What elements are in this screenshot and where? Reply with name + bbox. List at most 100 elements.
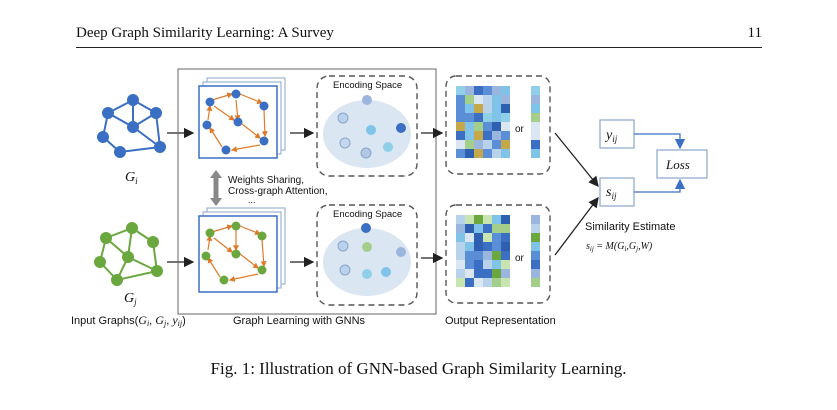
- loss-box: Loss: [656, 149, 708, 179]
- heatmap-cell: [492, 113, 501, 122]
- gnn-layers-bottom: [198, 207, 286, 293]
- heatmap-cell: [492, 224, 501, 233]
- heatmap-cell: [456, 260, 465, 269]
- heatmap-cell: [474, 260, 483, 269]
- heatmap-cell: [474, 233, 483, 242]
- heatmap-cell: [483, 86, 492, 95]
- heatmap-cell: [492, 242, 501, 251]
- heatmap-cell: [474, 215, 483, 224]
- heatmap-cell: [465, 104, 474, 113]
- heatmap-cell: [456, 215, 465, 224]
- vector-cell: [531, 215, 540, 224]
- heatmap-cell: [492, 260, 501, 269]
- heatmap-cell: [456, 242, 465, 251]
- heatmap-cell: [465, 86, 474, 95]
- heatmap-cell: [501, 104, 510, 113]
- output-representation-top: or: [445, 75, 551, 175]
- vector-cell: [531, 224, 540, 233]
- heatmap-cell: [456, 113, 465, 122]
- heatmap-cell: [501, 131, 510, 140]
- heatmap-cell: [501, 269, 510, 278]
- heatmap-cell: [474, 131, 483, 140]
- svg-text:or: or: [515, 253, 525, 264]
- heatmap-cell: [465, 140, 474, 149]
- similarity-estimate-label: Similarity Estimate: [585, 221, 675, 233]
- heatmap-cell: [501, 224, 510, 233]
- heatmap-cell: [474, 278, 483, 287]
- heatmap-cell: [474, 122, 483, 131]
- heatmap-cell: [501, 251, 510, 260]
- heatmap-cell: [492, 233, 501, 242]
- heatmap-cell: [492, 149, 501, 158]
- heatmap-cell: [501, 113, 510, 122]
- vector-cell: [531, 242, 540, 251]
- heatmap-cell: [474, 242, 483, 251]
- heatmap-cell: [492, 86, 501, 95]
- heatmap-cell: [456, 269, 465, 278]
- heatmap-cell: [456, 122, 465, 131]
- graph-i: [97, 94, 166, 158]
- heatmap-cell: [501, 149, 510, 158]
- heatmap-cell: [501, 278, 510, 287]
- heatmap-cell: [501, 86, 510, 95]
- vector-cell: [531, 113, 540, 122]
- heatmap-cell: [456, 131, 465, 140]
- vector-cell: [531, 104, 540, 113]
- page-number: 11: [747, 25, 762, 41]
- heatmap-cell: [465, 269, 474, 278]
- heatmap-cell: [465, 260, 474, 269]
- vector-cell: [531, 260, 540, 269]
- heatmap-cell: [474, 269, 483, 278]
- heatmap-cell: [483, 122, 492, 131]
- heatmap-cell: [501, 140, 510, 149]
- heatmap-cell: [456, 251, 465, 260]
- heatmap-cell: [501, 242, 510, 251]
- heatmap-cell: [483, 113, 492, 122]
- heatmap-cell: [501, 260, 510, 269]
- heatmap-cell: [483, 233, 492, 242]
- heatmap-cell: [492, 95, 501, 104]
- heatmap-cell: [465, 224, 474, 233]
- yij-box: yij: [599, 119, 635, 149]
- heatmap-cell: [474, 140, 483, 149]
- heatmap-cell: [456, 104, 465, 113]
- figure: Gi Gj Input Graphs(Gi, Gj, yij): [71, 68, 708, 328]
- sij-box: sij: [599, 177, 635, 207]
- vector-cell: [531, 269, 540, 278]
- heatmap-cell: [474, 104, 483, 113]
- heatmap-cell: [465, 131, 474, 140]
- heatmap-cell: [501, 122, 510, 131]
- heatmap-cell: [465, 278, 474, 287]
- encoding-space-bottom: Encoding Space: [316, 204, 418, 306]
- svg-text:...: ...: [248, 195, 256, 205]
- heatmap-cell: [483, 131, 492, 140]
- svg-text:Loss: Loss: [665, 157, 690, 172]
- heatmap-cell: [483, 260, 492, 269]
- svg-text:Encoding Space: Encoding Space: [333, 209, 402, 220]
- vector-cell: [531, 251, 540, 260]
- gnn-layers-top: [198, 77, 286, 159]
- heatmap-cell: [492, 251, 501, 260]
- heatmap-cell: [465, 122, 474, 131]
- heatmap-cell: [474, 149, 483, 158]
- heatmap-cell: [483, 242, 492, 251]
- shared-weights: Weights Sharing, Cross-graph Attention, …: [210, 170, 328, 206]
- heatmap-cell: [492, 104, 501, 113]
- gnn-box: [177, 68, 437, 315]
- heatmap-cell: [456, 86, 465, 95]
- running-head: Deep Graph Similarity Learning: A Survey…: [76, 23, 762, 48]
- heatmap-cell: [483, 278, 492, 287]
- heatmap-cell: [465, 242, 474, 251]
- output-representation-bottom: or: [445, 204, 551, 304]
- heatmap-cell: [456, 278, 465, 287]
- svg-text:Cross-graph Attention,: Cross-graph Attention,: [228, 186, 328, 197]
- svg-text:or: or: [515, 124, 525, 135]
- output-label: Output Representation: [445, 315, 556, 327]
- figure-diagram: Gi Gj Input Graphs(Gi, Gj, yij): [71, 68, 708, 328]
- heatmap-cell: [456, 140, 465, 149]
- heatmap-cell: [492, 215, 501, 224]
- graph-i-label: Gi: [125, 170, 138, 186]
- heatmap-cell: [483, 224, 492, 233]
- svg-text:Weights Sharing,: Weights Sharing,: [228, 175, 304, 186]
- heatmap-cell: [474, 86, 483, 95]
